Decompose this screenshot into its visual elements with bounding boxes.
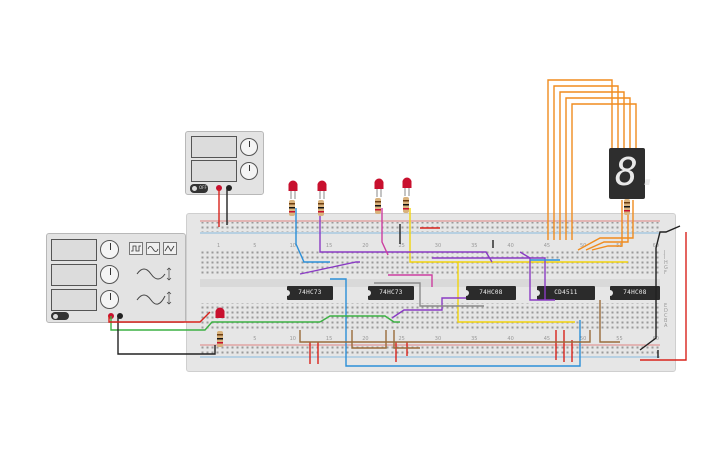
row-letter: H — [664, 260, 668, 266]
led-2[interactable] — [317, 180, 327, 200]
row-letter: D — [664, 308, 668, 314]
column-number: 10 — [289, 336, 296, 342]
column-number: 50 — [580, 336, 587, 342]
blue-wires — [295, 208, 581, 367]
row-letter: B — [664, 318, 668, 324]
amplitude-display — [51, 264, 97, 286]
magenta-wires — [381, 208, 433, 287]
chip-u5-74hc08[interactable]: 74HC08 — [610, 286, 660, 300]
fg-negative-terminal[interactable] — [117, 313, 123, 319]
red-wires — [108, 189, 687, 364]
column-number: 20 — [362, 243, 369, 249]
resistor-clock[interactable] — [217, 331, 223, 347]
voltage-knob[interactable] — [240, 138, 258, 156]
chip-u4-cd4511[interactable]: CD4511 — [537, 286, 595, 300]
column-number: 45 — [543, 243, 551, 249]
column-number: 45 — [543, 336, 551, 342]
current-knob[interactable] — [240, 162, 258, 180]
row-letter: F — [664, 270, 667, 276]
current-display — [191, 160, 237, 182]
row-letter: I — [664, 255, 666, 261]
resistor-3[interactable] — [375, 198, 381, 214]
orange-wires — [547, 79, 637, 251]
row-letter: A — [664, 323, 668, 329]
row-letter: G — [664, 265, 668, 271]
resistor-display[interactable] — [624, 199, 630, 215]
triangle-wave-icon — [164, 245, 175, 252]
sine-wave-button[interactable] — [146, 242, 160, 255]
seven-segment-display[interactable]: 8. — [609, 148, 661, 199]
resistor-2[interactable] — [318, 200, 324, 216]
chip-u1-74hc73[interactable]: 74HC73 — [287, 286, 333, 300]
seven-segment-digit: 8. — [615, 150, 661, 194]
top-power-rail[interactable] — [200, 222, 660, 232]
bottom-terminal-strip[interactable] — [200, 303, 660, 329]
led-3[interactable] — [374, 178, 384, 198]
led-4[interactable] — [402, 177, 412, 197]
column-number: 15 — [325, 243, 333, 249]
frequency-display — [51, 239, 97, 261]
square-wave-icon — [131, 245, 141, 252]
gray-wires — [374, 282, 484, 307]
purple-wires — [299, 208, 555, 319]
bottom-power-rail[interactable] — [200, 346, 660, 356]
column-number: 35 — [471, 336, 478, 342]
column-number: 5 — [253, 336, 257, 342]
column-number: 25 — [398, 243, 405, 249]
column-number: 25 — [398, 336, 405, 342]
column-number: 40 — [507, 243, 514, 249]
resistor-1[interactable] — [289, 200, 295, 216]
function-generator-power-button[interactable] — [51, 312, 69, 320]
brown-wires — [299, 300, 620, 349]
chip-u3-74hc08[interactable]: 74HC08 — [466, 286, 516, 300]
row-letter: C — [664, 313, 668, 319]
offset-display — [51, 289, 97, 311]
led-clock[interactable] — [215, 307, 225, 319]
column-number: 20 — [362, 336, 369, 342]
row-letter: E — [664, 303, 668, 309]
offset-knob[interactable] — [100, 290, 119, 309]
dc-power-supply[interactable]: OFF — [185, 131, 264, 195]
black-wires — [117, 189, 681, 358]
chip-u2-74hc73[interactable]: 74HC73 — [368, 286, 414, 300]
positive-terminal[interactable] — [216, 185, 222, 191]
column-number: 5 — [253, 243, 257, 249]
column-number: 50 — [580, 243, 587, 249]
top-terminal-strip[interactable] — [200, 250, 660, 276]
amplitude-knob[interactable] — [100, 265, 119, 284]
column-number: 35 — [471, 243, 478, 249]
triangle-wave-button[interactable] — [163, 242, 177, 255]
green-wires — [110, 315, 400, 331]
sine-wave-icon — [147, 246, 159, 252]
function-generator[interactable] — [46, 233, 186, 323]
led-1[interactable] — [288, 180, 298, 200]
row-letter: J — [664, 250, 666, 256]
column-number: 55 — [616, 336, 623, 342]
voltage-display — [191, 136, 237, 158]
resistor-4[interactable] — [403, 197, 409, 213]
offset-wave-symbol — [136, 291, 172, 305]
column-number: 10 — [289, 243, 296, 249]
column-number: 1 — [217, 243, 221, 249]
negative-terminal[interactable] — [226, 185, 232, 191]
power-supply-power-button[interactable]: OFF — [190, 184, 208, 193]
column-number: 40 — [507, 336, 514, 342]
power-button-label: OFF — [199, 185, 207, 190]
column-number: 30 — [434, 336, 442, 342]
column-number: 30 — [434, 243, 442, 249]
square-wave-button[interactable] — [129, 242, 143, 255]
sine-wave-symbol — [136, 267, 172, 281]
column-number: 15 — [325, 336, 333, 342]
yellow-wires — [409, 208, 628, 323]
frequency-knob[interactable] — [100, 240, 119, 259]
